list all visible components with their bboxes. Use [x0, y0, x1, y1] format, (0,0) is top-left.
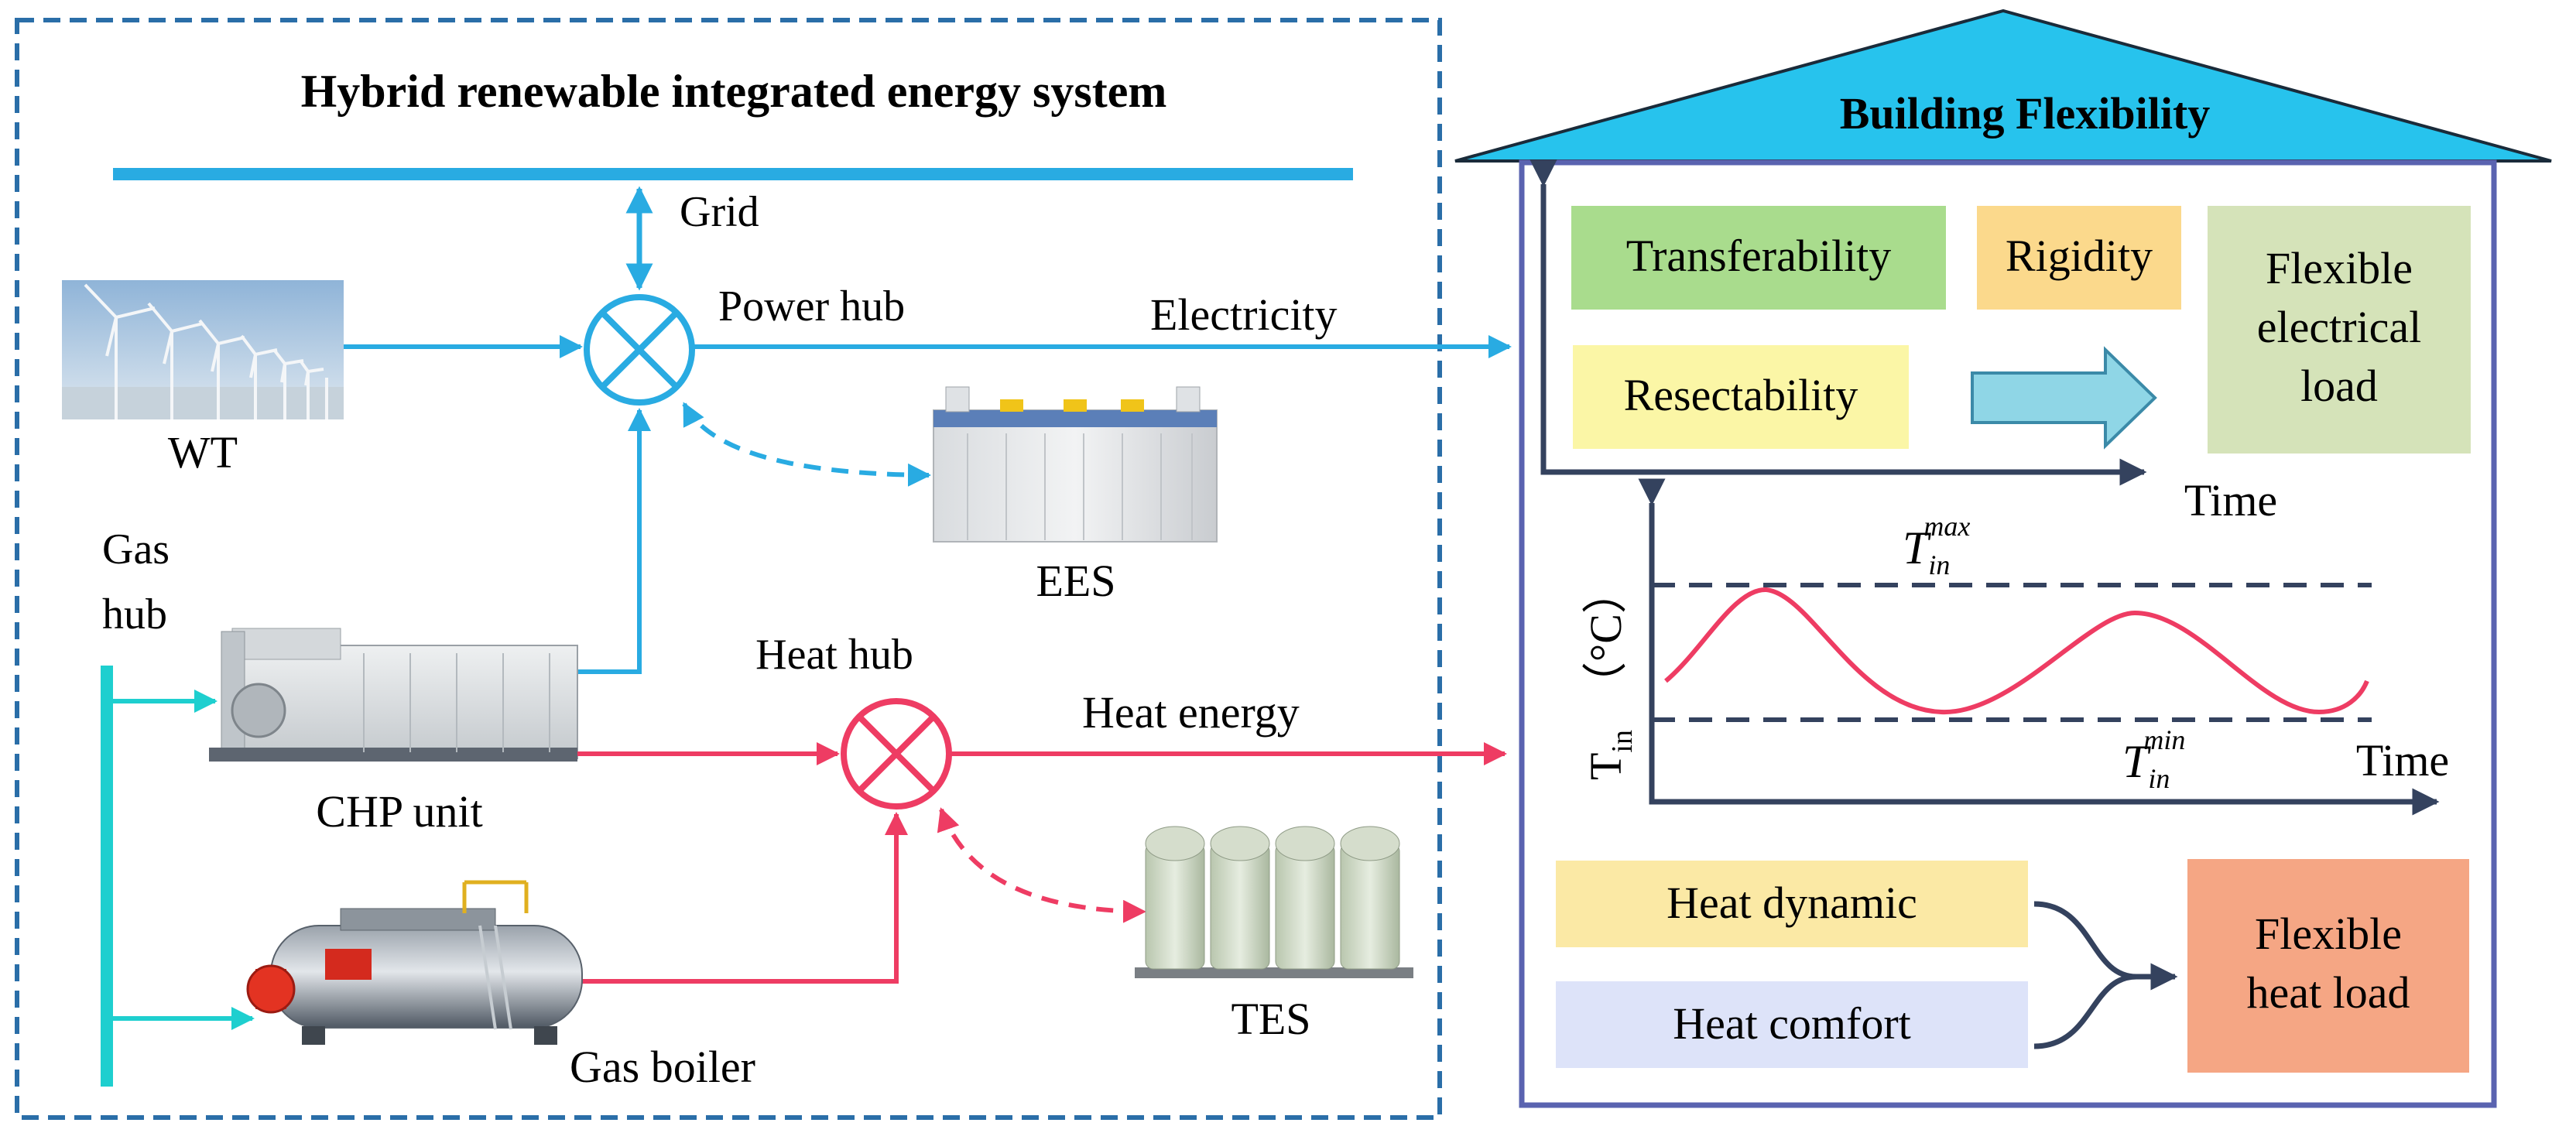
- heat-dynamic-label: Heat dynamic: [1667, 878, 1917, 928]
- chp-unit-image: [209, 628, 578, 762]
- heat-comfort-label: Heat comfort: [1673, 998, 1911, 1049]
- flexible-electrical-load-line2: electrical: [2257, 302, 2422, 352]
- tmax-label: Tin max: [1903, 511, 1970, 580]
- chp-to-power-hub: [577, 408, 651, 674]
- left-panel-title: Hybrid renewable integrated energy syste…: [301, 66, 1167, 117]
- thermal-time-label: Time: [2356, 735, 2449, 786]
- wt-label: WT: [168, 427, 238, 478]
- thermal-y-axis-label: Tin （°C）: [1581, 569, 1639, 780]
- heat-hub-icon: [841, 698, 952, 810]
- electrical-time-label: Time: [2184, 475, 2277, 525]
- heat-energy-label: Heat energy: [1082, 687, 1300, 738]
- resectability-box: [1573, 345, 1909, 449]
- flexible-electrical-load-box: [2208, 206, 2471, 454]
- y-axis-unit: （°C）: [1581, 569, 1631, 707]
- chp-unit-label: CHP unit: [316, 786, 482, 837]
- y-axis-T: T: [1581, 753, 1631, 780]
- tmax-sub: in: [1928, 549, 1950, 580]
- power-hub-label: Power hub: [718, 282, 905, 330]
- building-flexibility-title: Building Flexibility: [1840, 88, 2211, 139]
- left-panel-border: [15, 18, 1442, 1120]
- flexible-electrical-load-line3: load: [2300, 361, 2378, 411]
- indoor-temperature-curve: [1664, 587, 2369, 715]
- heat-comfort-box: [1556, 981, 2028, 1068]
- grid-label: Grid: [680, 188, 759, 236]
- tes-tanks-image: [1135, 826, 1413, 978]
- transferability-label: Transferability: [1626, 231, 1892, 281]
- flexible-heat-load-line1: Flexible: [2255, 909, 2402, 959]
- heat-hub-tes-dashed: [937, 807, 1146, 923]
- wind-turbine-image: [62, 280, 344, 419]
- y-axis-sub: in: [1606, 730, 1639, 753]
- heat-hub-label: Heat hub: [755, 631, 913, 679]
- flexible-heat-load-box: [2187, 859, 2469, 1073]
- rigidity-box: [1977, 206, 2181, 310]
- boiler-to-heat-hub: [582, 812, 908, 984]
- tmax-T: T: [1903, 522, 1931, 573]
- rigidity-label: Rigidity: [2006, 231, 2153, 281]
- tes-label: TES: [1231, 994, 1310, 1044]
- tmin-T: T: [2122, 736, 2151, 787]
- tmin-sup: min: [2143, 724, 2185, 755]
- to-flexible-electrical-arrow: [1971, 346, 2157, 450]
- tmax-sup: max: [1923, 511, 1970, 542]
- thermal-chart-axes: [1638, 478, 2440, 816]
- heat-merge-connector: [2033, 901, 2175, 1049]
- gas-hub-label-line1: Gas: [102, 525, 170, 573]
- ees-label: EES: [1036, 556, 1115, 606]
- electrical-axes: [1530, 159, 2147, 486]
- gas-boiler-image: [246, 880, 583, 1045]
- power-hub-icon: [584, 294, 695, 406]
- ees-battery-image: [933, 386, 1218, 543]
- power-hub-ees-dashed: [682, 402, 931, 487]
- transferability-box: [1571, 206, 1946, 310]
- resectability-label: Resectability: [1624, 370, 1858, 420]
- gas-hub-label-line2: hub: [102, 590, 167, 638]
- gas-boiler-label: Gas boiler: [570, 1042, 755, 1092]
- tmin-label: Tin min: [2122, 724, 2185, 794]
- flexible-heat-load-line2: heat load: [2247, 967, 2410, 1018]
- electricity-label: Electricity: [1150, 289, 1338, 340]
- heat-dynamic-box: [1556, 861, 2028, 947]
- flexible-electrical-load-line1: Flexible: [2266, 243, 2413, 293]
- tmin-sub: in: [2148, 763, 2170, 794]
